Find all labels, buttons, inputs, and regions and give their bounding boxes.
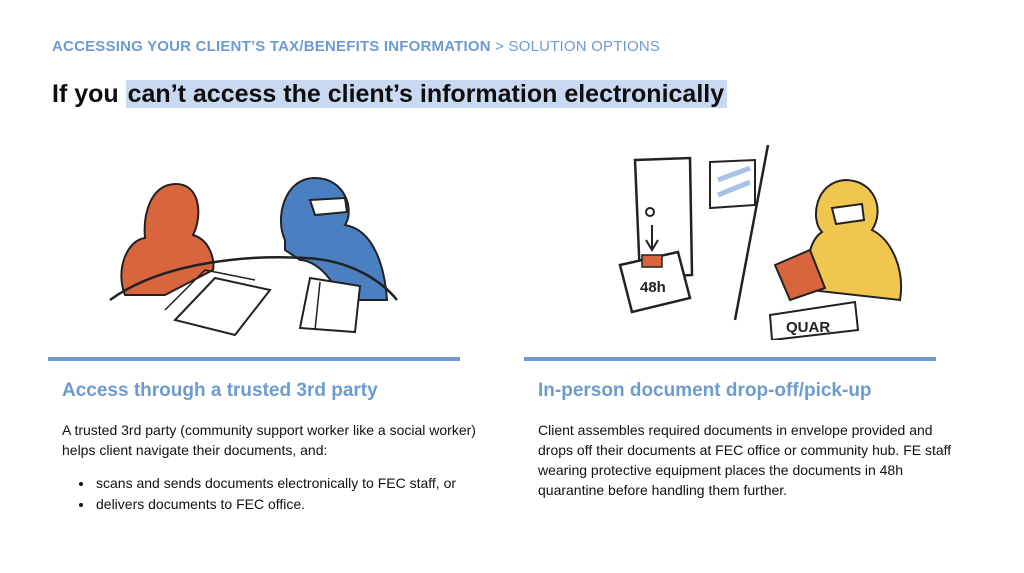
right-divider — [524, 357, 936, 361]
left-bullet-list: scans and sends documents electronically… — [76, 473, 456, 515]
page-title: If you can’t access the client’s informa… — [52, 80, 728, 109]
paper-left — [173, 276, 272, 337]
arrow — [645, 225, 659, 252]
face-mask — [830, 202, 866, 226]
left-heading: Access through a trusted 3rd party — [62, 380, 378, 401]
breadcrumb: ACCESSING YOUR CLIENT’S TAX/BENEFITS INF… — [52, 38, 660, 55]
paper-right — [298, 276, 362, 334]
title-highlight: can’t access the client’s information el… — [125, 80, 728, 108]
orange-figure — [120, 182, 215, 296]
right-heading: In-person document drop-off/pick-up — [538, 380, 872, 401]
list-item: scans and sends documents electronically… — [94, 473, 456, 494]
paper-left-2 — [164, 269, 256, 311]
title-prefix: If you — [52, 80, 126, 108]
breadcrumb-main: ACCESSING YOUR CLIENT’S TAX/BENEFITS INF… — [52, 38, 491, 55]
list-item: delivers documents to FEC office. — [94, 494, 456, 515]
illustration-drop-off: 48h QUAR — [618, 144, 902, 340]
wall-line — [733, 144, 770, 321]
paper-right-2 — [314, 281, 321, 331]
left-divider — [48, 357, 460, 361]
right-text: Client assembles required documents in e… — [538, 422, 952, 498]
sign-label: QUAR — [786, 319, 830, 336]
box-label: 48h — [640, 279, 666, 296]
blue-figure — [280, 176, 389, 301]
table-outline — [109, 256, 398, 302]
illustration-trusted-third-party — [109, 176, 398, 337]
quar-sign — [768, 300, 860, 340]
envelope — [773, 248, 827, 302]
breadcrumb-separator: > — [495, 38, 505, 55]
left-text: A trusted 3rd party (community support w… — [62, 422, 476, 458]
mask — [308, 196, 349, 217]
door — [633, 156, 694, 280]
door-knob — [645, 207, 655, 217]
breadcrumb-sub: SOLUTION OPTIONS — [508, 38, 661, 55]
yellow-figure — [807, 178, 902, 302]
